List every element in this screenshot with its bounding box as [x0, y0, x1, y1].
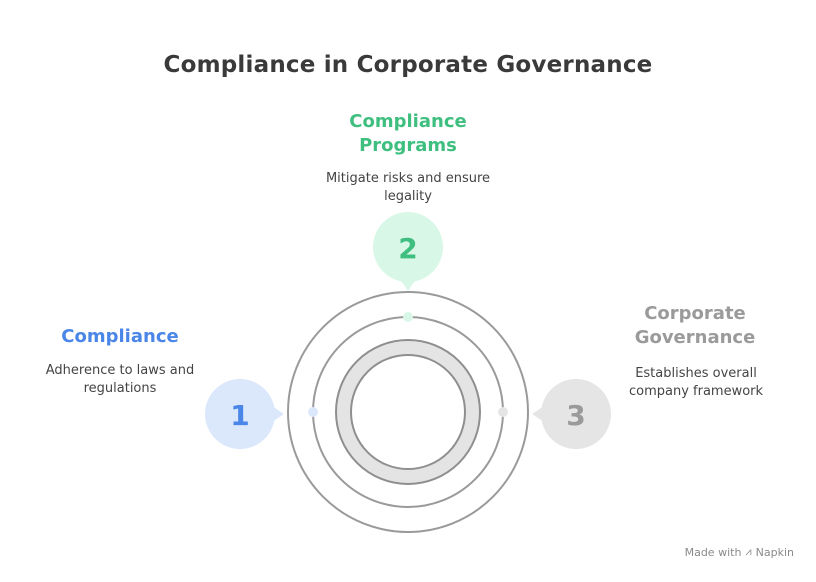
item-1-heading: Compliance	[61, 326, 179, 347]
made-with-footer[interactable]: Made with ⩘ Napkin	[685, 545, 794, 559]
badge-3-number: 3	[566, 399, 585, 432]
item-3-heading: Corporate Governance	[634, 303, 756, 348]
napkin-brand-label: Napkin	[755, 545, 794, 559]
connector-dot-1	[308, 407, 318, 417]
badge-1: 1	[205, 379, 284, 449]
item-1-description: Adherence to laws and regulations	[45, 363, 195, 396]
badge-1-number: 1	[230, 399, 249, 432]
badge-2: 2	[373, 212, 443, 291]
item-3-description: Establishes overall company framework	[628, 366, 764, 399]
badge-3: 3	[532, 379, 611, 449]
badge-2-number: 2	[398, 232, 417, 265]
item-2-heading: Compliance Programs	[349, 111, 467, 156]
made-with-label: Made with	[684, 545, 742, 559]
connector-dot-3	[498, 407, 508, 417]
item-2-description: Mitigate risks and ensure legality	[325, 171, 491, 204]
core-inner	[350, 354, 466, 470]
connector-dot-2	[403, 312, 413, 322]
outer-ring	[287, 291, 529, 533]
page-title: Compliance in Corporate Governance	[163, 52, 653, 78]
napkin-logo-icon: ⩘	[745, 545, 752, 558]
